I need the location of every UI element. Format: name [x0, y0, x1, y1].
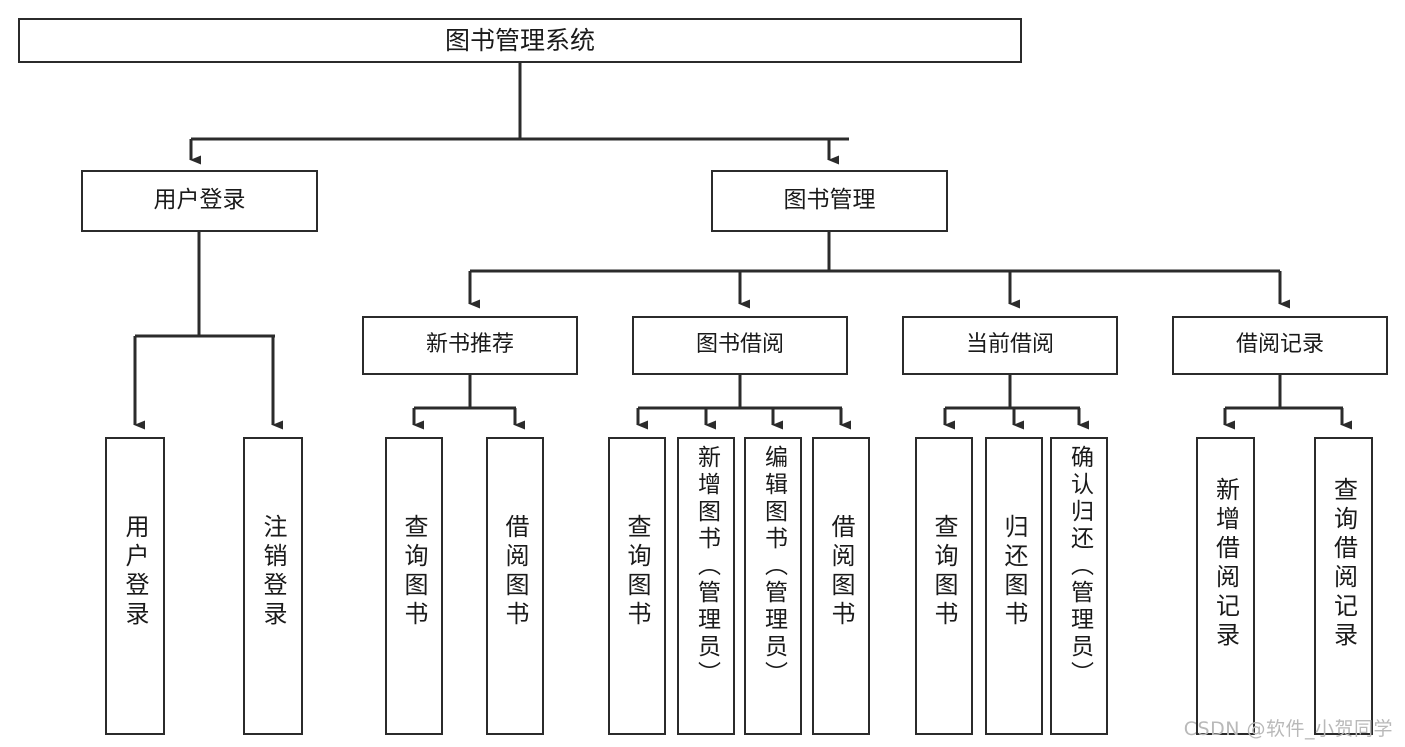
node-label: 查询图书: [623, 514, 651, 630]
node-label: 新书推荐: [425, 332, 514, 358]
node-label: 编辑图书（管理员）: [760, 445, 787, 688]
node-label: 借阅图书: [501, 514, 529, 630]
node-label: 当前借阅: [965, 332, 1054, 358]
node-label: 借阅记录: [1235, 332, 1324, 358]
node-label: 归还图书: [1000, 514, 1028, 630]
node-label: 图书借阅: [695, 332, 784, 358]
leaf-borrow-borrow-book[interactable]: 借阅图书: [812, 437, 870, 735]
node-label: 用户登录: [153, 187, 246, 214]
leaf-borrow-add-book-admin[interactable]: 新增图书（管理员）: [677, 437, 735, 735]
node-label: 新增借阅记录: [1211, 477, 1240, 651]
node-new-book-recommend[interactable]: 新书推荐: [362, 316, 578, 375]
node-book-management[interactable]: 图书管理: [711, 170, 948, 232]
node-label: 图书管理系统: [444, 25, 595, 55]
node-label: 查询借阅记录: [1329, 477, 1358, 651]
node-user-login[interactable]: 用户登录: [81, 170, 318, 232]
leaf-record-query-record[interactable]: 查询借阅记录: [1314, 437, 1373, 735]
node-label: 查询图书: [400, 514, 428, 630]
leaf-borrow-query-book[interactable]: 查询图书: [608, 437, 666, 735]
leaf-current-query-book[interactable]: 查询图书: [915, 437, 973, 735]
leaf-user-login-logout[interactable]: 注销登录: [243, 437, 303, 735]
node-current-borrow[interactable]: 当前借阅: [902, 316, 1118, 375]
node-root-system[interactable]: 图书管理系统: [18, 18, 1022, 63]
node-label: 注销登录: [259, 514, 287, 630]
leaf-current-confirm-return-admin[interactable]: 确认归还（管理员）: [1050, 437, 1108, 735]
leaf-record-add-record[interactable]: 新增借阅记录: [1196, 437, 1255, 735]
node-borrow-record[interactable]: 借阅记录: [1172, 316, 1388, 375]
node-label: 查询图书: [930, 514, 958, 630]
leaf-new-book-query[interactable]: 查询图书: [385, 437, 443, 735]
leaf-borrow-edit-book-admin[interactable]: 编辑图书（管理员）: [744, 437, 802, 735]
leaf-new-book-borrow[interactable]: 借阅图书: [486, 437, 544, 735]
node-book-borrow[interactable]: 图书借阅: [632, 316, 848, 375]
leaf-user-login-login[interactable]: 用户登录: [105, 437, 165, 735]
node-label: 借阅图书: [827, 514, 855, 630]
node-label: 新增图书（管理员）: [693, 445, 720, 688]
node-label: 图书管理: [783, 187, 876, 214]
node-label: 用户登录: [121, 514, 149, 630]
leaf-current-return-book[interactable]: 归还图书: [985, 437, 1043, 735]
node-label: 确认归还（管理员）: [1066, 445, 1093, 688]
